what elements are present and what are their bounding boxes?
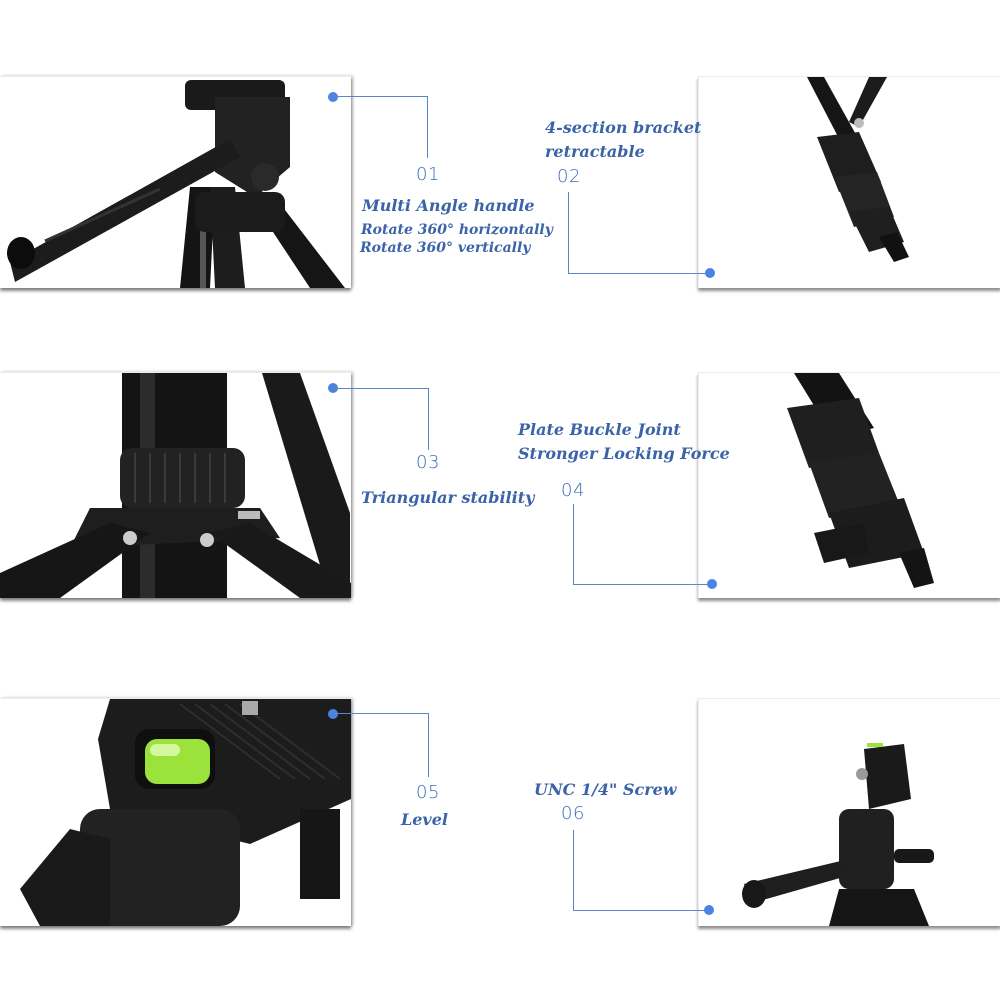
feature-image-04-flip-lock bbox=[698, 372, 1000, 598]
tripod-leg-sections-icon bbox=[807, 77, 909, 262]
feature-desc-01-line1: Rotate 360° horizontally bbox=[361, 222, 553, 238]
callout-dot-05 bbox=[328, 709, 338, 719]
feature-number-03: 03 bbox=[416, 452, 440, 473]
feature-title-04-line1: Plate Buckle Joint bbox=[518, 420, 681, 439]
feature-number-06: 06 bbox=[561, 803, 585, 824]
tripod-spreader-icon bbox=[0, 373, 351, 598]
callout-line-04-h bbox=[573, 584, 712, 585]
callout-line-05-h bbox=[333, 713, 428, 714]
callout-line-06-v bbox=[573, 830, 574, 910]
callout-dot-06 bbox=[704, 905, 714, 915]
feature-number-04: 04 bbox=[561, 480, 585, 501]
callout-line-01-h bbox=[333, 96, 428, 97]
feature-title-03: Triangular stability bbox=[361, 488, 535, 507]
feature-image-01-pan-head bbox=[0, 76, 351, 288]
bubble-level-icon bbox=[20, 699, 351, 926]
tripod-flip-lock-icon bbox=[787, 373, 934, 588]
callout-line-03-h bbox=[333, 388, 428, 389]
feature-image-06-screw bbox=[698, 698, 1000, 926]
callout-line-04-v bbox=[573, 504, 574, 584]
tripod-pan-head-icon bbox=[7, 80, 345, 288]
feature-number-01: 01 bbox=[416, 164, 440, 185]
feature-title-06: UNC 1/4" Screw bbox=[534, 780, 677, 799]
feature-image-02-leg-sections bbox=[698, 76, 1000, 288]
callout-dot-01 bbox=[328, 92, 338, 102]
callout-line-03-v bbox=[428, 388, 429, 450]
feature-image-05-level bbox=[0, 698, 351, 926]
feature-number-05: 05 bbox=[416, 782, 440, 803]
callout-line-02-h bbox=[568, 273, 710, 274]
feature-number-02: 02 bbox=[557, 166, 581, 187]
callout-line-02-v bbox=[568, 192, 569, 273]
callout-line-01-v bbox=[427, 96, 428, 158]
callout-dot-04 bbox=[707, 579, 717, 589]
callout-line-05-v bbox=[428, 713, 429, 777]
feature-title-02-line2: retractable bbox=[545, 142, 645, 161]
feature-title-02-line1: 4-section bracket bbox=[545, 118, 702, 137]
feature-title-01: Multi Angle handle bbox=[362, 196, 535, 215]
feature-title-05: Level bbox=[401, 810, 448, 829]
feature-desc-01-line2: Rotate 360° vertically bbox=[360, 240, 531, 256]
feature-image-03-spreader bbox=[0, 372, 351, 598]
callout-dot-02 bbox=[705, 268, 715, 278]
feature-title-04-line2: Stronger Locking Force bbox=[518, 444, 730, 463]
tripod-head-screw-icon bbox=[742, 743, 934, 926]
callout-line-06-h bbox=[573, 910, 709, 911]
